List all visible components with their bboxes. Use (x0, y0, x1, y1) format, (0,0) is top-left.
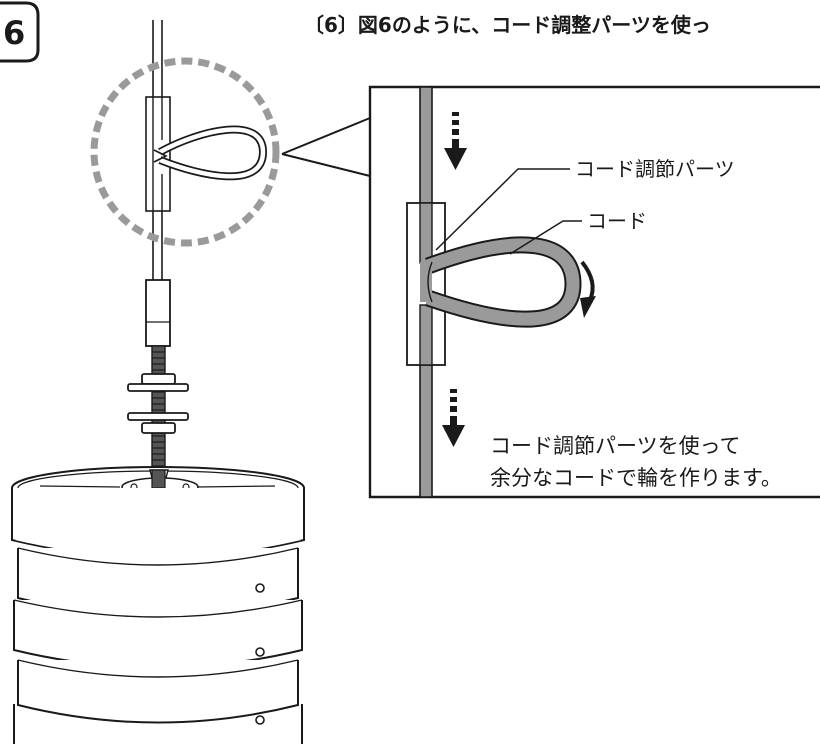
rotate-arrow-icon (580, 260, 596, 318)
figure-number-badge: 6 (0, 1, 40, 63)
down-arrow-icon (442, 389, 465, 447)
figure-number: 6 (3, 14, 25, 52)
cord-loop-small (153, 125, 268, 181)
description-line-1: コード調節パーツを使って (490, 434, 741, 458)
cord-loop-large (420, 236, 582, 328)
shade-rings (11, 488, 305, 744)
down-arrow-icon (444, 112, 467, 170)
label-cord: コード (587, 209, 647, 233)
leader-line-cord (509, 220, 582, 255)
cord-adjuster-small (145, 96, 171, 212)
nut-washer-stack (127, 373, 189, 434)
cord-connector (145, 279, 171, 347)
magnify-circle (90, 57, 280, 247)
shade-screws (255, 583, 265, 725)
label-adjuster-part: コード調節パーツ (575, 157, 735, 181)
callout-pointer (281, 117, 371, 177)
description-line-2: 余分なコードで輪を作ります。 (490, 466, 782, 490)
step-title: 〔6〕図6のように、コード調整パーツを使っ (304, 13, 711, 37)
leader-line-adjuster (435, 168, 570, 251)
detail-panel: コード調節パーツ コード コード調節パーツを使って 余分なコードで輪を作ります。 (368, 85, 820, 499)
